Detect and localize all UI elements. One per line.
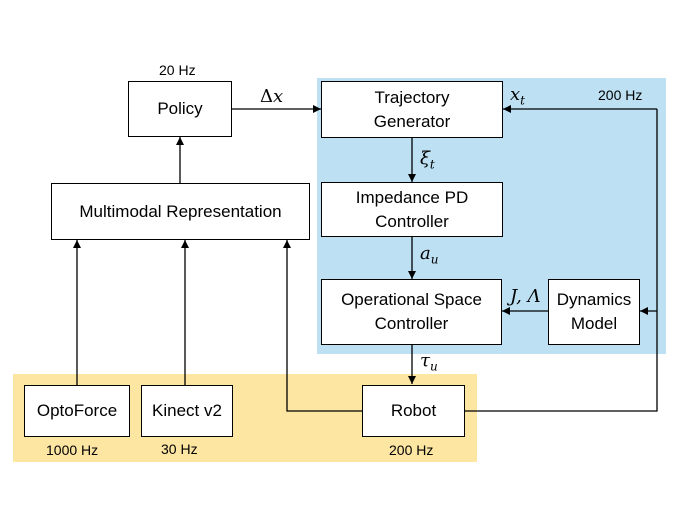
controller-rate-label: 200 Hz (598, 87, 643, 103)
x-t-base: x (510, 84, 521, 105)
trajectory-generator-box: Trajectory Generator (321, 81, 503, 138)
delta-x-variable: x (273, 86, 284, 107)
robot-rate-label: 200 Hz (389, 442, 434, 458)
xi-t-label: ξt (420, 148, 435, 172)
tau-u-label: τu (420, 350, 438, 374)
dynamics-model-box: Dynamics Model (548, 279, 640, 345)
policy-box: Policy (128, 81, 232, 137)
j-lambda-label: J, Λ (510, 286, 541, 307)
policy-rate-label: 20 Hz (159, 62, 196, 78)
operational-space-controller-box: Operational Space Controller (321, 279, 502, 345)
a-u-label: au (420, 243, 438, 267)
xi-t-subscript: t (429, 157, 435, 172)
impedance-pd-controller-box: Impedance PD Controller (321, 182, 503, 237)
kinect-v2-box: Kinect v2 (141, 385, 233, 437)
tau-u-base: τ (420, 350, 430, 371)
robot-box: Robot (362, 385, 465, 437)
kinect-rate-label: 30 Hz (161, 441, 198, 457)
a-u-subscript: u (430, 252, 439, 267)
optoforce-box: OptoForce (24, 385, 130, 437)
robot-to-multimodal-arrow (283, 240, 362, 412)
delta-x-label: Δx (260, 86, 283, 107)
optoforce-rate-label: 1000 Hz (46, 442, 99, 458)
multimodal-representation-box: Multimodal Representation (51, 183, 310, 240)
a-u-base: a (420, 243, 431, 264)
xi-t-base: ξ (420, 148, 430, 169)
x-t-subscript: t (520, 93, 525, 108)
tau-u-subscript: u (429, 359, 438, 374)
delta-symbol: Δ (260, 86, 273, 107)
x-t-label: xt (510, 84, 525, 108)
robot-feedback-line (465, 109, 658, 412)
